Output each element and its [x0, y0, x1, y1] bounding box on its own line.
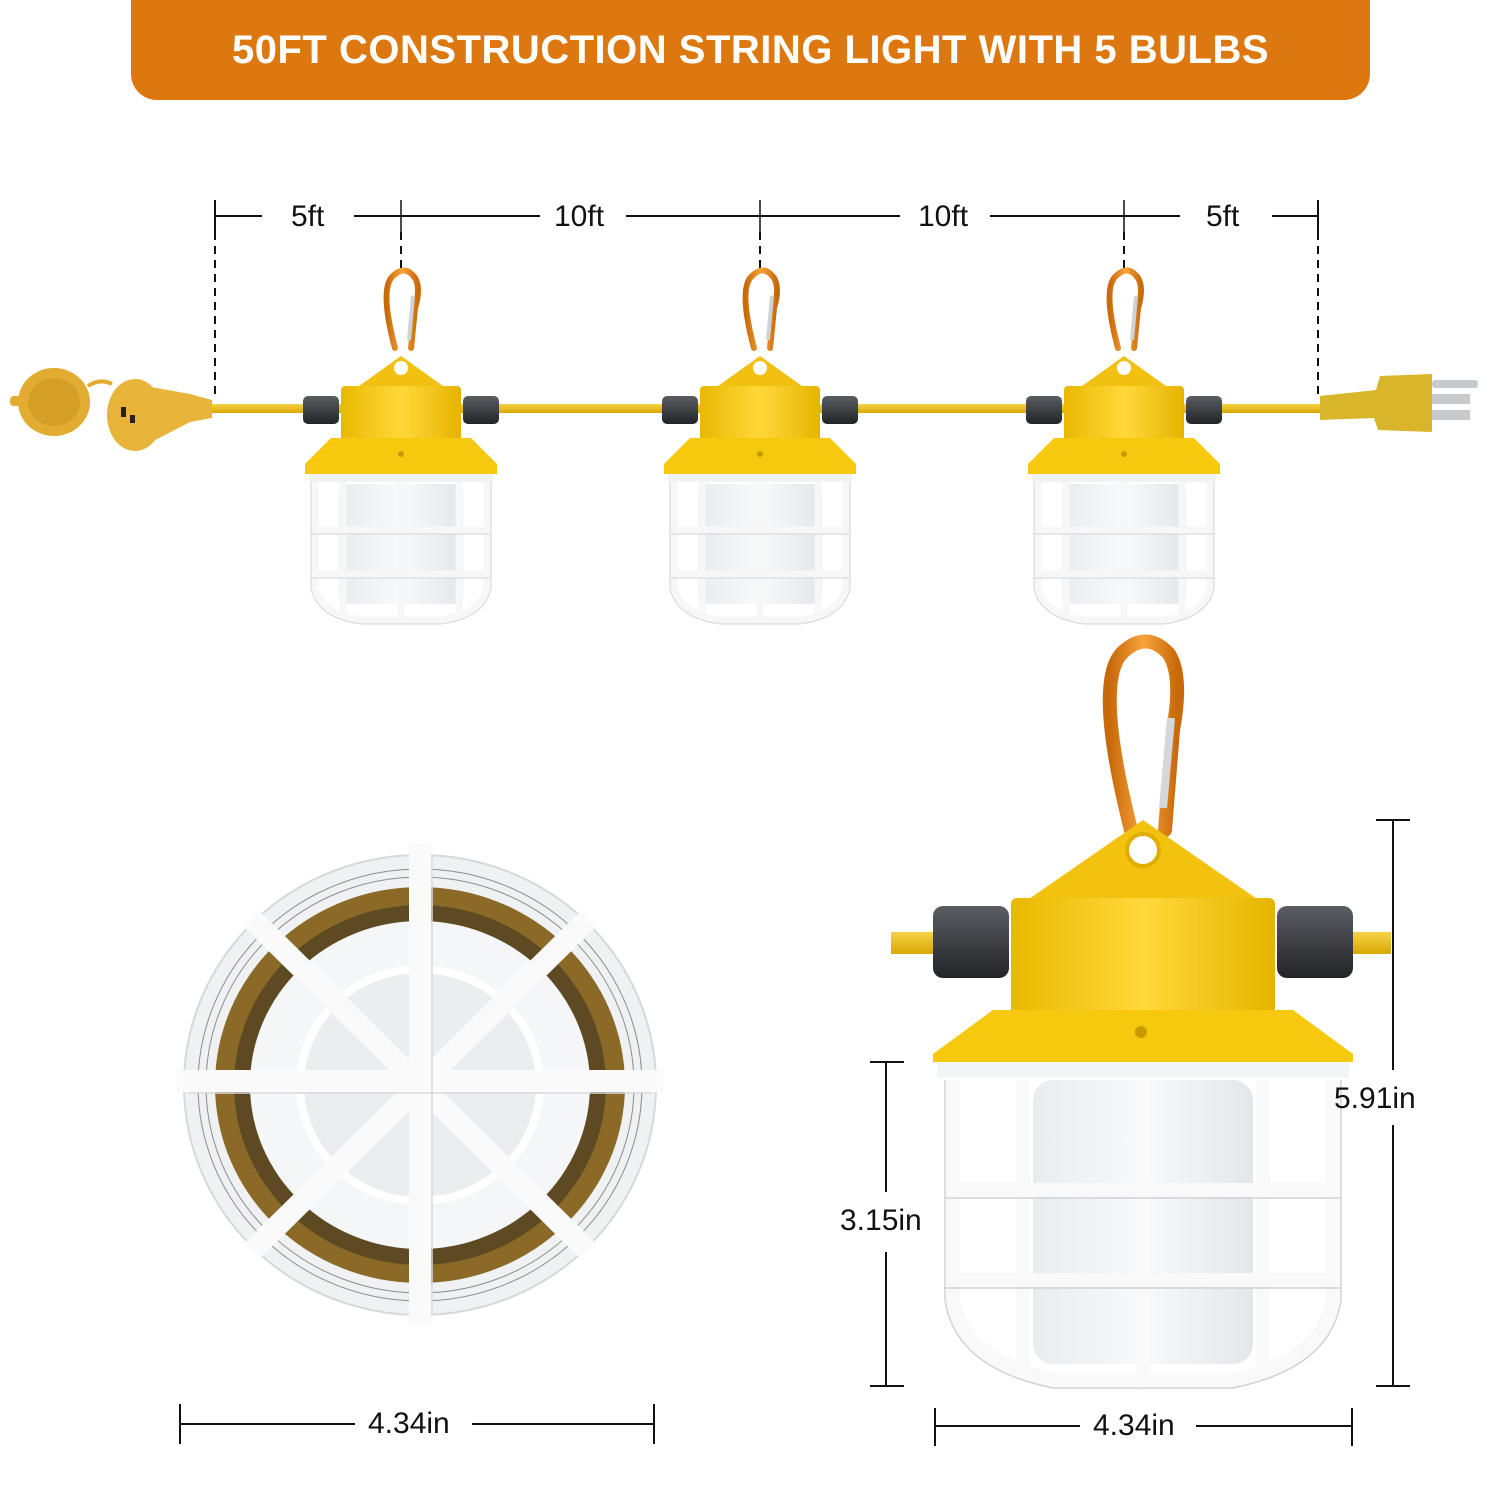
bulb-3 [1026, 270, 1222, 624]
male-plug-connector [1320, 374, 1478, 432]
bottom-view-width-label: 4.34in [362, 1409, 456, 1439]
total-height-dimension [1376, 819, 1410, 1387]
spacing-label-3: 10ft [912, 202, 975, 232]
banner-title: 50FT CONSTRUCTION STRING LIGHT WITH 5 BU… [231, 27, 1270, 72]
side-view-width-dimension [934, 1408, 1353, 1446]
total-height-label: 5.91in [1334, 1082, 1416, 1115]
female-outlet-connector [10, 368, 212, 451]
bottom-view-width-dimension [179, 1404, 655, 1444]
dashed-guide-lines [214, 232, 1319, 400]
spacing-label-1: 5ft [285, 202, 331, 232]
bottom-view-lamp [177, 844, 663, 1326]
side-view-width-label: 4.34in [1087, 1411, 1181, 1441]
bulb-2 [662, 270, 858, 624]
spacing-label-2: 10ft [548, 202, 611, 232]
title-banner: 50FT CONSTRUCTION STRING LIGHT WITH 5 BU… [131, 0, 1370, 100]
spacing-label-4: 5ft [1200, 202, 1246, 232]
side-view-lamp [891, 634, 1391, 1390]
cage-height-dimension [870, 1061, 904, 1387]
cage-height-label: 3.15in [840, 1204, 922, 1237]
bulb-1 [303, 270, 499, 624]
spacing-dimension-lines [214, 200, 1319, 232]
